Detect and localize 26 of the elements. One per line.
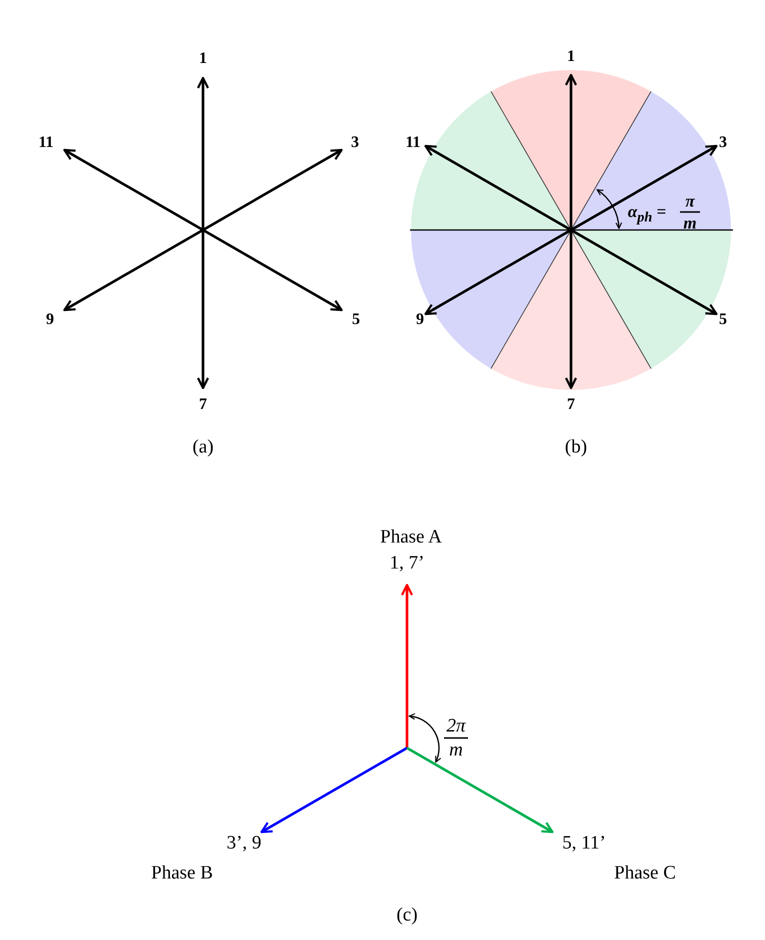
vector-number: 7 [567, 397, 575, 413]
vector-number: 1 [199, 51, 207, 67]
phase-label: 1, 7’ [390, 554, 424, 572]
vector-number: 11 [38, 135, 54, 151]
vector-number: 5 [719, 312, 727, 328]
angle-formula: α$_{ph}$ = [628, 203, 666, 225]
panel-caption: (b) [564, 438, 588, 456]
phase-label: Phase A [380, 528, 442, 546]
phase-label: 3’, 9 [226, 834, 262, 852]
vector-number: 11 [405, 135, 421, 151]
panel-caption: (c) [396, 906, 418, 924]
vector-number: 9 [46, 312, 54, 328]
phase-label: Phase C [614, 864, 676, 882]
vector-number: 7 [199, 397, 207, 413]
angle-formula: m [683, 214, 697, 232]
angle-formula: m [449, 740, 463, 760]
phase-label: Phase B [151, 864, 213, 882]
vector-number: 5 [352, 312, 360, 328]
phase-label: 5, 11’ [562, 834, 606, 852]
angle-formula: 2π [446, 716, 466, 736]
vector-number: 3 [719, 135, 727, 151]
panel-caption: (a) [192, 438, 214, 456]
vector-number: 1 [567, 49, 575, 65]
vector-number: 3 [351, 135, 359, 151]
angle-formula: π [685, 192, 695, 210]
vector-number: 9 [416, 312, 424, 328]
